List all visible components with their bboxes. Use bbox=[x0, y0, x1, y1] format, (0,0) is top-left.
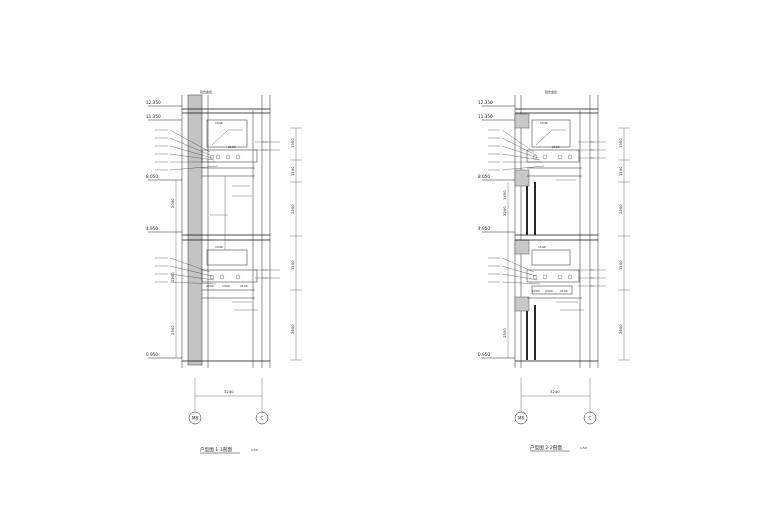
axis-bubble-m8 bbox=[188, 411, 202, 425]
level-5: 0.950 bbox=[146, 352, 158, 357]
left-dim-2: 2200 bbox=[502, 206, 507, 216]
section-title: 户型图 1-1剖面 bbox=[200, 446, 232, 453]
level-1: 12.350 bbox=[146, 100, 161, 105]
section-1-1: 12.350 11.350 8.050 4.950 0.950 2000 220… bbox=[146, 89, 302, 454]
floor-slabs bbox=[182, 108, 270, 362]
wall-lines bbox=[514, 95, 599, 368]
right-dim-5: 2600 bbox=[290, 324, 295, 334]
wall-lines bbox=[181, 95, 271, 368]
annotation-notes bbox=[155, 129, 280, 311]
bottom-dimension-line bbox=[520, 378, 591, 412]
level-marks bbox=[482, 105, 515, 359]
right-dim-2: 1100 bbox=[290, 166, 295, 176]
small-label-4: 1200 bbox=[532, 289, 540, 293]
right-dim-1: 1350 bbox=[290, 138, 295, 148]
axis-label-m8: M8 bbox=[518, 416, 525, 421]
axis-bubble-c bbox=[255, 411, 269, 425]
small-label-3: 2100 bbox=[560, 289, 568, 293]
section-scale: 1:50 bbox=[251, 448, 258, 452]
level-3: 8.050 bbox=[146, 174, 158, 179]
small-label-1: 2100 bbox=[552, 145, 560, 149]
right-dim-2: 1100 bbox=[618, 166, 623, 176]
section-scale: 1:50 bbox=[580, 446, 587, 450]
box-label-1: 1546 bbox=[540, 121, 548, 125]
lower-window-unit bbox=[526, 249, 582, 299]
leader-lines bbox=[169, 129, 268, 285]
right-dim-4: 1100 bbox=[618, 260, 623, 270]
upper-window-unit bbox=[201, 119, 258, 250]
axis-label-m8: M8 bbox=[192, 416, 199, 421]
level-1: 12.350 bbox=[478, 100, 493, 105]
axis-label-c: C bbox=[589, 416, 592, 421]
axis-bubble-c bbox=[583, 411, 597, 425]
box-label-2: 1546 bbox=[215, 245, 223, 249]
right-dim-4: 1100 bbox=[290, 260, 295, 270]
level-5: 0.950 bbox=[478, 352, 490, 357]
bottom-dim: 3240 bbox=[224, 389, 234, 394]
axis-label-c: C bbox=[261, 416, 264, 421]
column-lines bbox=[526, 182, 536, 360]
section-2-2: 12.350 11.350 8.050 4.950 0.950 1450 220… bbox=[478, 89, 630, 452]
level-3: 8.050 bbox=[478, 174, 490, 179]
axis-bubble-m8 bbox=[514, 411, 528, 425]
bottom-dim: 3240 bbox=[550, 389, 560, 394]
lower-window-unit bbox=[201, 249, 258, 299]
box-label-1: 1546 bbox=[215, 121, 223, 125]
right-dim-1: 1350 bbox=[618, 138, 623, 148]
section-title: 户型图 2-2剖面 bbox=[530, 444, 562, 451]
floor-slabs bbox=[515, 108, 598, 362]
level-2: 11.350 bbox=[146, 114, 161, 119]
left-dim-1: 1450 bbox=[502, 190, 507, 200]
level-2: 11.350 bbox=[478, 114, 493, 119]
level-marks bbox=[148, 105, 182, 359]
right-dim-5: 2600 bbox=[618, 324, 623, 334]
level-4: 4.950 bbox=[146, 226, 158, 231]
left-dim-1: 2000 bbox=[170, 198, 175, 208]
box-label-2: 1546 bbox=[538, 245, 546, 249]
upper-window-unit bbox=[526, 119, 582, 177]
right-dim-3: 2200 bbox=[618, 204, 623, 214]
concrete-column bbox=[187, 94, 203, 366]
small-label-2: 1300 bbox=[222, 284, 230, 288]
right-dimension-line bbox=[290, 127, 302, 361]
small-label-4: 1200 bbox=[206, 284, 214, 288]
top-label: 铝合金窗 bbox=[545, 89, 557, 94]
small-label-3: 2100 bbox=[240, 284, 248, 288]
left-dim-2: 2200 bbox=[170, 272, 175, 282]
bottom-dimension-line bbox=[194, 378, 263, 412]
right-dimension-line bbox=[618, 127, 630, 361]
top-label: 铝合金窗 bbox=[200, 89, 212, 94]
small-label-1: 2100 bbox=[228, 145, 236, 149]
left-dim-3: 2500 bbox=[502, 328, 507, 338]
annotation-notes bbox=[488, 129, 606, 311]
left-dim-3: 2500 bbox=[170, 325, 175, 335]
grey-blocks bbox=[514, 113, 530, 312]
right-dim-3: 2200 bbox=[290, 204, 295, 214]
small-label-2: 1300 bbox=[545, 289, 553, 293]
level-4: 4.950 bbox=[478, 226, 490, 231]
